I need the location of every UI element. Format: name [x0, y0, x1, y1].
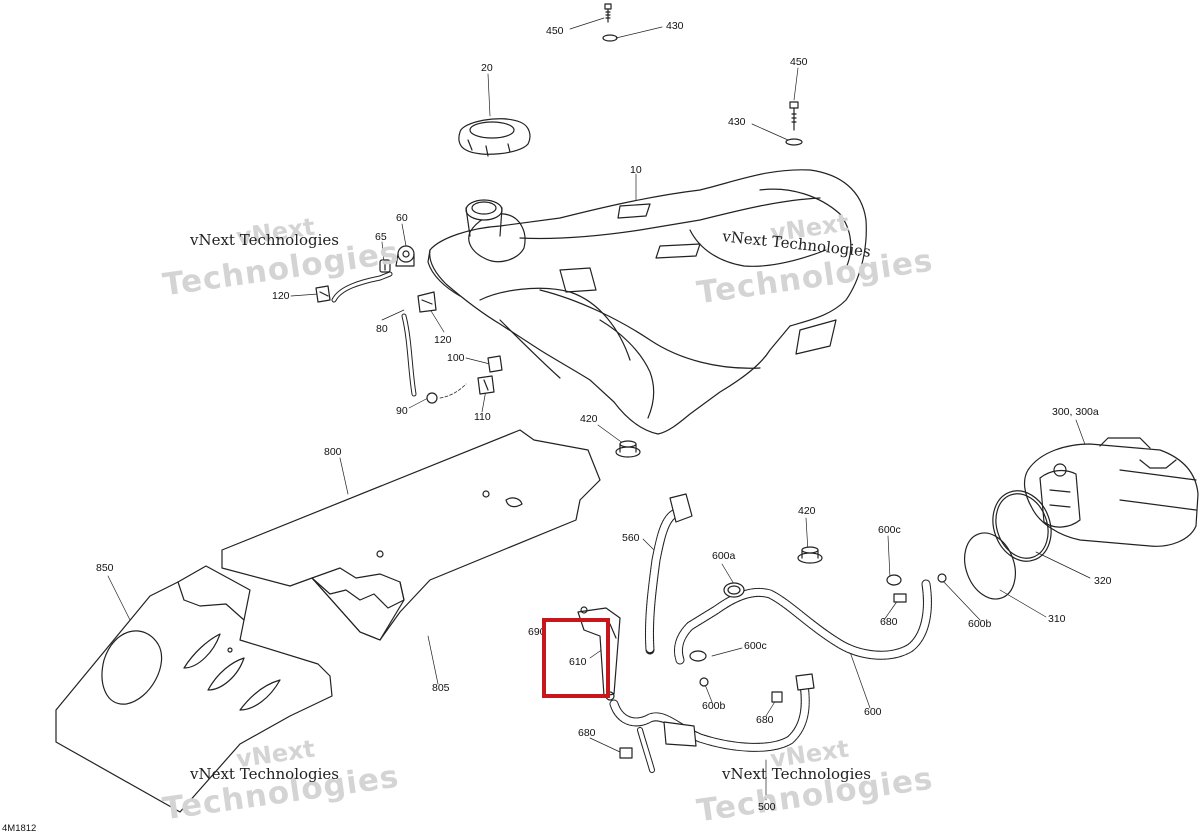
callout-500[interactable]: 500: [758, 801, 776, 813]
callout-320[interactable]: 320: [1094, 575, 1112, 587]
clamp-120-right: [417, 291, 437, 313]
hose-560: [644, 493, 693, 655]
panel-800: [221, 429, 601, 641]
figure-id: 4M1812: [2, 823, 37, 834]
callout-110[interactable]: 110: [474, 411, 491, 423]
grommet-420-top: [615, 440, 641, 458]
callout-20[interactable]: 20: [481, 62, 493, 74]
callout-680-lower[interactable]: 680: [578, 727, 596, 739]
clamp-120-left: [315, 285, 331, 303]
clamp-600c: [689, 650, 707, 662]
connector-110: [477, 375, 495, 395]
seal-600b: [699, 677, 709, 687]
callout-80[interactable]: 80: [376, 323, 388, 335]
callout-610[interactable]: 610: [569, 656, 587, 668]
lock-ring-310: [964, 532, 1016, 600]
callout-680-right[interactable]: 680: [880, 616, 898, 628]
fuel-cap-20: [458, 118, 531, 157]
watermark-text-br: vNext Technologies: [722, 765, 872, 783]
callout-680-mid[interactable]: 680: [756, 714, 774, 726]
callout-560[interactable]: 560: [622, 532, 640, 544]
bolt-450-top: [604, 3, 612, 23]
callout-60[interactable]: 60: [396, 212, 408, 224]
washer-430-top: [602, 34, 618, 42]
fuel-hose-600: [673, 579, 932, 665]
callout-430-right[interactable]: 430: [728, 116, 746, 128]
callout-600[interactable]: 600: [864, 706, 882, 718]
callout-600b[interactable]: 600b: [702, 700, 726, 712]
callout-120-left[interactable]: 120: [272, 290, 290, 302]
watermark-text-bl: vNext Technologies: [190, 765, 340, 783]
highlight-box-610: [542, 618, 610, 698]
ring-600a: [723, 582, 745, 598]
fuel-pump-300: [1023, 437, 1199, 547]
callout-90[interactable]: 90: [396, 405, 408, 417]
callout-10[interactable]: 10: [630, 164, 642, 176]
callout-450-right[interactable]: 450: [790, 56, 808, 68]
callout-850[interactable]: 850: [96, 562, 114, 574]
clip-680-mid: [771, 691, 783, 703]
callout-800[interactable]: 800: [324, 446, 342, 458]
callout-65[interactable]: 65: [375, 231, 387, 243]
callout-600c-top[interactable]: 600c: [878, 524, 901, 536]
callout-430-top[interactable]: 430: [666, 20, 684, 32]
fitting-100: [487, 355, 503, 373]
fuel-line-500: [609, 673, 815, 773]
callout-600c[interactable]: 600c: [744, 640, 767, 652]
clamp-600c-top: [886, 574, 902, 586]
fuel-tank-10: [427, 169, 867, 435]
callout-300-300a[interactable]: 300, 300a: [1052, 406, 1099, 418]
watermark-text-tl: vNext Technologies: [190, 231, 340, 249]
vent-hose-80: [331, 271, 417, 397]
callout-310[interactable]: 310: [1048, 613, 1066, 625]
callout-450-top[interactable]: 450: [546, 25, 564, 37]
panel-850: [55, 565, 333, 813]
clamp-65: [379, 259, 391, 273]
gasket-320: [992, 490, 1052, 562]
callout-100[interactable]: 100: [447, 352, 465, 364]
clip-680-lower: [619, 747, 633, 759]
callout-420-mid[interactable]: 420: [798, 505, 816, 517]
callout-600a[interactable]: 600a: [712, 550, 736, 562]
mat-805: [311, 577, 405, 641]
clip-90: [426, 392, 438, 404]
seal-600b-right: [937, 573, 947, 583]
bolt-450-right: [789, 101, 799, 131]
callout-420-top[interactable]: 420: [580, 413, 598, 425]
callout-805[interactable]: 805: [432, 682, 450, 694]
valve-60: [395, 245, 415, 267]
callout-120-right[interactable]: 120: [434, 334, 452, 346]
washer-430-right: [785, 138, 803, 146]
callout-600b-right[interactable]: 600b: [968, 618, 992, 630]
callout-690[interactable]: 690: [528, 626, 546, 638]
grommet-420-mid: [797, 546, 823, 564]
clip-680-right: [893, 593, 907, 603]
